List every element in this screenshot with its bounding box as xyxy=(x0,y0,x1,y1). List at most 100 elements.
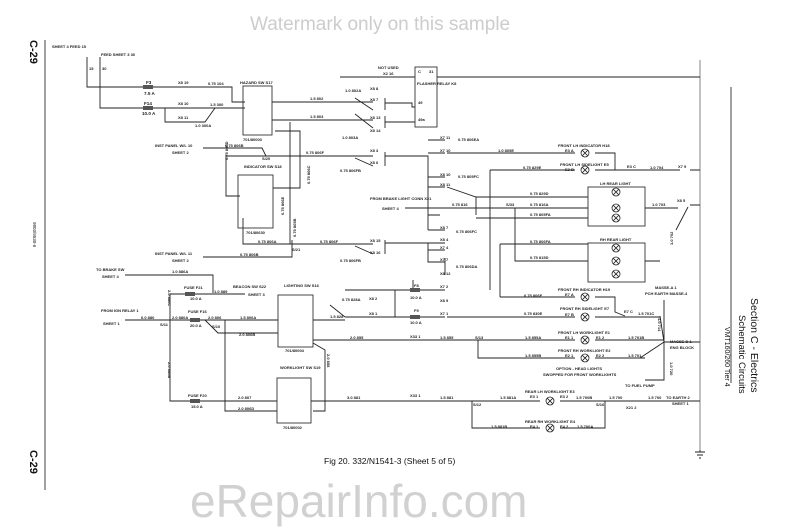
label: C xyxy=(418,69,421,74)
label: E3 1 xyxy=(530,394,539,399)
label: X8 7 xyxy=(370,97,379,102)
label: REAR RH WORKLIGHT E4 xyxy=(525,419,576,424)
section-title: Section C - Electrics xyxy=(748,298,760,393)
label: 0.75 806A xyxy=(258,239,277,244)
label: 1.5 700 xyxy=(648,395,662,400)
label: INDICATOR SW S18 xyxy=(244,164,282,169)
label: FRONT LH WORKLIGHT E1 xyxy=(558,330,611,335)
label: X8 7 xyxy=(440,225,449,230)
label: FRONT LH INDICATOR H18 xyxy=(558,143,610,148)
label: HAZARD SW S17 xyxy=(240,80,273,85)
label: FRONT RH WORKLIGHT E2 xyxy=(558,348,611,353)
label: LIGHTING SW S16 xyxy=(284,283,320,288)
label: 0.75 828A xyxy=(342,297,361,302)
label: 0.75 805FC xyxy=(458,174,479,179)
label: 0.75 806E xyxy=(280,196,285,215)
label: X8 16 xyxy=(370,250,381,255)
label: 31 xyxy=(429,69,434,74)
label: 4.0 714 xyxy=(657,318,662,332)
label: 0.75 806B xyxy=(225,143,244,148)
label: X8 5 xyxy=(677,198,686,203)
page-number-bottom: C-29 xyxy=(27,450,39,474)
label: SHEET 1 xyxy=(672,401,689,406)
label: X8 11 xyxy=(440,182,451,187)
label: 2.0 880B xyxy=(167,362,172,378)
label: 0.75 805B xyxy=(292,218,297,237)
label: 1.0 805E xyxy=(498,148,514,153)
label: 0.75 829D xyxy=(530,191,549,196)
label: 1.5 701C xyxy=(638,311,654,316)
label: RH REAR LIGHT xyxy=(600,237,632,242)
label: 20.0 A xyxy=(190,323,202,328)
label: 2.0 880A xyxy=(172,315,188,320)
label: 1.0 300A xyxy=(195,123,211,128)
hazard-switch-s17 xyxy=(242,85,273,136)
label: X8 10 xyxy=(178,101,189,106)
label: X8 3 xyxy=(370,148,379,153)
lamp-icon xyxy=(611,269,621,279)
label: E4 2 xyxy=(560,424,569,429)
label: ENG BLOCK xyxy=(670,345,694,350)
label: 0.75 806FC xyxy=(456,229,477,234)
label: 1.5 700 xyxy=(609,395,623,400)
label: X7 9 xyxy=(678,164,687,169)
label: F9 xyxy=(414,308,419,313)
label: 0.75 806FA xyxy=(530,239,551,244)
label: FROM IGN RELAY 1 xyxy=(101,308,139,313)
label: INST PANEL W/L 10 xyxy=(155,143,193,148)
label: 10.0 A xyxy=(410,320,422,325)
label: 0.75 806EA xyxy=(458,137,479,142)
label: X8 14 xyxy=(370,128,381,133)
fuse-icon xyxy=(143,106,153,110)
label: TO FUEL PUMP xyxy=(625,383,655,388)
label: 701/80002 xyxy=(283,425,303,430)
label: 1.0 886A xyxy=(172,269,188,274)
label: 2.0 806B xyxy=(239,332,255,337)
label: X8 6 xyxy=(370,160,379,165)
fuse-icon xyxy=(185,292,195,296)
label: X21 2 xyxy=(626,405,637,410)
label: 0.75 806FB xyxy=(340,258,361,263)
label: MASSE-D 1 xyxy=(670,339,693,344)
label: WORKLIGHT SW S19 xyxy=(280,365,321,370)
lamp-icon xyxy=(580,165,590,175)
label: LH REAR LIGHT xyxy=(600,181,631,186)
label: 1.5 881 xyxy=(440,395,454,400)
label: 0.75 815D xyxy=(530,255,549,260)
label: X8 13 xyxy=(370,115,381,120)
label: 1.5 700A xyxy=(577,424,593,429)
label: SHEET 4 FEED 15 xyxy=(52,44,87,49)
label: 15.0 A xyxy=(191,404,203,409)
label: MASSE-A 1 xyxy=(655,285,677,290)
label: F8 xyxy=(414,283,419,288)
label: X8 11 xyxy=(178,115,189,120)
label: E7 A xyxy=(565,292,574,297)
label: S/10 xyxy=(212,324,221,329)
label: X8 15 xyxy=(370,238,381,243)
figure-caption: Fig 20. 332/N1541-3 (Sheet 5 of 5) xyxy=(324,456,456,466)
label: 1.5 300 xyxy=(210,102,224,107)
watermark-brand: eRepairInfo.com xyxy=(190,475,528,527)
label: 1.5 855A xyxy=(525,335,541,340)
label: 0.75 806F xyxy=(306,150,325,155)
label: FRONT RH INDICATOR H19 xyxy=(558,287,611,292)
label: 0.75 816A xyxy=(530,202,549,207)
label: 1.0 802A xyxy=(345,88,361,93)
fuse-icon xyxy=(410,288,420,292)
label: 0.75 806E xyxy=(524,293,543,298)
label: X8 19 xyxy=(178,80,189,85)
label: 0.75 805FA xyxy=(530,212,551,217)
label: 15 xyxy=(89,66,94,71)
label: SHEET 4 xyxy=(382,206,399,211)
label: SHEET 2 xyxy=(172,150,189,155)
label: S/21 xyxy=(292,247,301,252)
label: 2.0 806D xyxy=(238,406,254,411)
label: E3 2 xyxy=(560,394,569,399)
flasher-relay-k8 xyxy=(414,66,438,128)
label: 49 xyxy=(418,100,423,105)
label: BEACON SW S22 xyxy=(233,284,267,289)
label: 30 xyxy=(102,66,107,71)
label: 1.5 855B xyxy=(525,353,541,358)
fuse-icon xyxy=(410,315,420,319)
label: SWOPPED FOR FRONT WORKLIGHTS xyxy=(543,372,617,377)
